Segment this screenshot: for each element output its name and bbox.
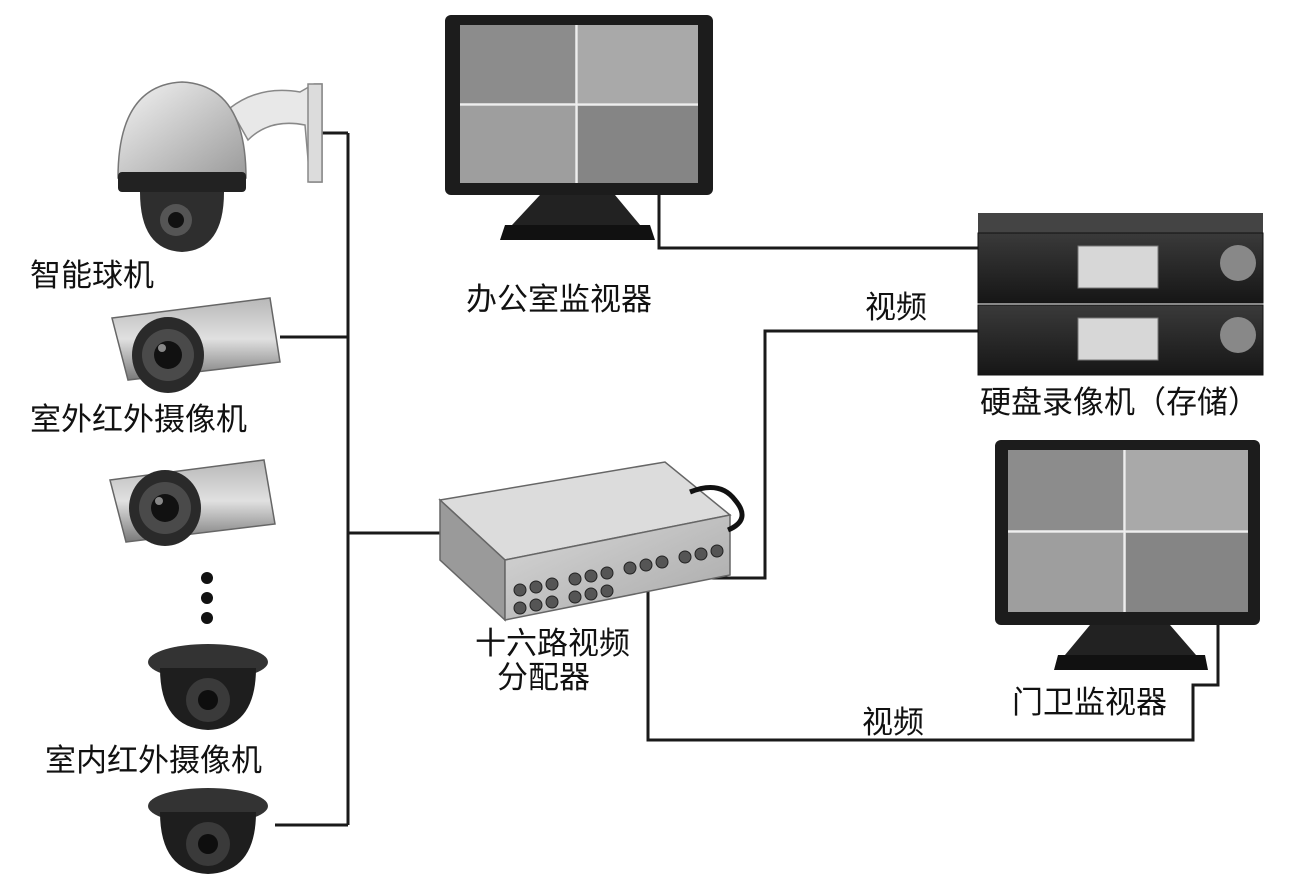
dvr-video-link-label: 视频 — [865, 290, 927, 326]
gate-monitor-label: 门卫监视器 — [1012, 685, 1167, 721]
connection-lines — [275, 131, 1220, 827]
outdoor-ir-camera-1 — [111, 297, 281, 393]
splitter-to-dvr-link — [693, 329, 982, 580]
dvr-unit-top — [977, 213, 1264, 304]
dvr-unit-bottom — [977, 304, 1264, 376]
outdoor-ir-camera-label: 室外红外摄像机 — [30, 402, 247, 438]
more-cameras-ellipsis — [201, 572, 213, 624]
ptz-camera — [117, 81, 323, 252]
splitter-bnc-connectors — [513, 544, 724, 615]
indoor-ir-camera-2 — [148, 788, 268, 874]
office-monitor-to-dvr-link — [657, 195, 982, 250]
office-monitor — [445, 15, 713, 240]
indoor-ir-camera-label: 室内红外摄像机 — [45, 743, 262, 779]
splitter-to-gate-monitor-link — [646, 578, 1220, 742]
indoor-ir-camera-1 — [148, 644, 268, 730]
office-monitor-label: 办公室监视器 — [466, 282, 652, 318]
dvr-label: 硬盘录像机（存储） — [980, 385, 1259, 421]
splitter-label-line1: 十六路视频 — [475, 626, 630, 662]
gate-monitor — [995, 440, 1260, 670]
splitter-label-line2: 分配器 — [497, 660, 590, 696]
gate-video-link-label: 视频 — [862, 705, 924, 741]
video-splitter — [438, 461, 745, 622]
outdoor-ir-camera-2 — [109, 459, 276, 546]
ptz-camera-label: 智能球机 — [30, 258, 154, 294]
